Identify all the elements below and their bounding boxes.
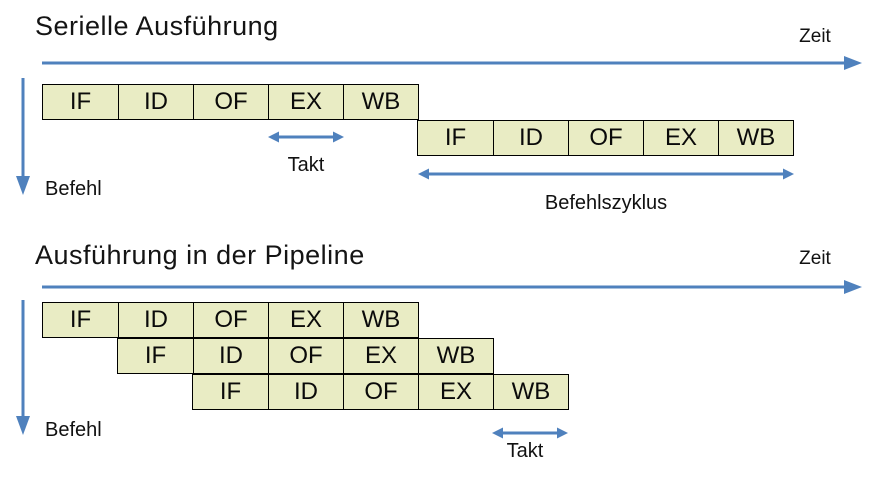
- clock-period-arrow-pipeline: [492, 427, 568, 439]
- stage-cell-of: OF: [568, 121, 643, 155]
- time-axis-label-serial: Zeit: [799, 26, 831, 47]
- stage-cell-wb: WB: [343, 303, 418, 337]
- stage-cell-ex: EX: [343, 339, 418, 373]
- stage-cell-wb: WB: [718, 121, 793, 155]
- serial-instruction-row-2: IF ID OF EX WB: [417, 120, 794, 156]
- serial-instruction-row-1: IF ID OF EX WB: [42, 84, 419, 120]
- stage-cell-id: ID: [493, 121, 568, 155]
- stage-cell-if: IF: [219, 378, 242, 405]
- stage-cell-id: ID: [118, 85, 193, 119]
- time-axis-arrow-pipeline: [42, 280, 862, 294]
- stage-cell-wb: WB: [418, 339, 493, 373]
- instruction-axis-arrow-serial: [16, 78, 30, 195]
- stage-cell-if: IF: [144, 342, 167, 369]
- stage-cell-of: OF: [193, 85, 268, 119]
- stage-cell-of: OF: [343, 375, 418, 409]
- stage-cell-of: OF: [193, 303, 268, 337]
- stage-cell-id: ID: [118, 303, 193, 337]
- pipeline-instruction-row-3: IF ID OF EX WB: [192, 374, 569, 410]
- stage-cell-ex: EX: [268, 303, 343, 337]
- stage-cell-if: IF: [69, 306, 92, 333]
- stage-cell-id: ID: [193, 339, 268, 373]
- stage-cell-ex: EX: [418, 375, 493, 409]
- instruction-axis-label-pipeline: Befehl: [45, 419, 102, 441]
- time-axis-label-pipeline: Zeit: [799, 248, 831, 269]
- clock-period-arrow-serial: [268, 131, 344, 143]
- instruction-cycle-arrow: [418, 168, 794, 180]
- pipeline-instruction-row-1: IF ID OF EX WB: [42, 302, 419, 338]
- clock-label-serial: Takt: [287, 154, 325, 176]
- section-pipeline-title: Ausführung in der Pipeline: [35, 240, 365, 270]
- stage-cell-id: ID: [268, 375, 343, 409]
- stage-cell-if: IF: [444, 124, 467, 151]
- stage-cell-if: IF: [69, 88, 92, 115]
- instruction-axis-label-serial: Befehl: [45, 178, 102, 200]
- instruction-cycle-label: Befehlszyklus: [544, 192, 668, 214]
- stage-cell-ex: EX: [643, 121, 718, 155]
- stage-cell-ex: EX: [268, 85, 343, 119]
- time-axis-arrow-serial: [42, 56, 862, 70]
- pipeline-instruction-row-2: IF ID OF EX WB: [117, 338, 494, 374]
- stage-cell-wb: WB: [493, 375, 568, 409]
- stage-cell-wb: WB: [343, 85, 418, 119]
- instruction-axis-arrow-pipeline: [16, 300, 30, 435]
- stage-cell-of: OF: [268, 339, 343, 373]
- section-serial-title: Serielle Ausführung: [35, 11, 279, 41]
- clock-label-pipeline: Takt: [506, 440, 544, 462]
